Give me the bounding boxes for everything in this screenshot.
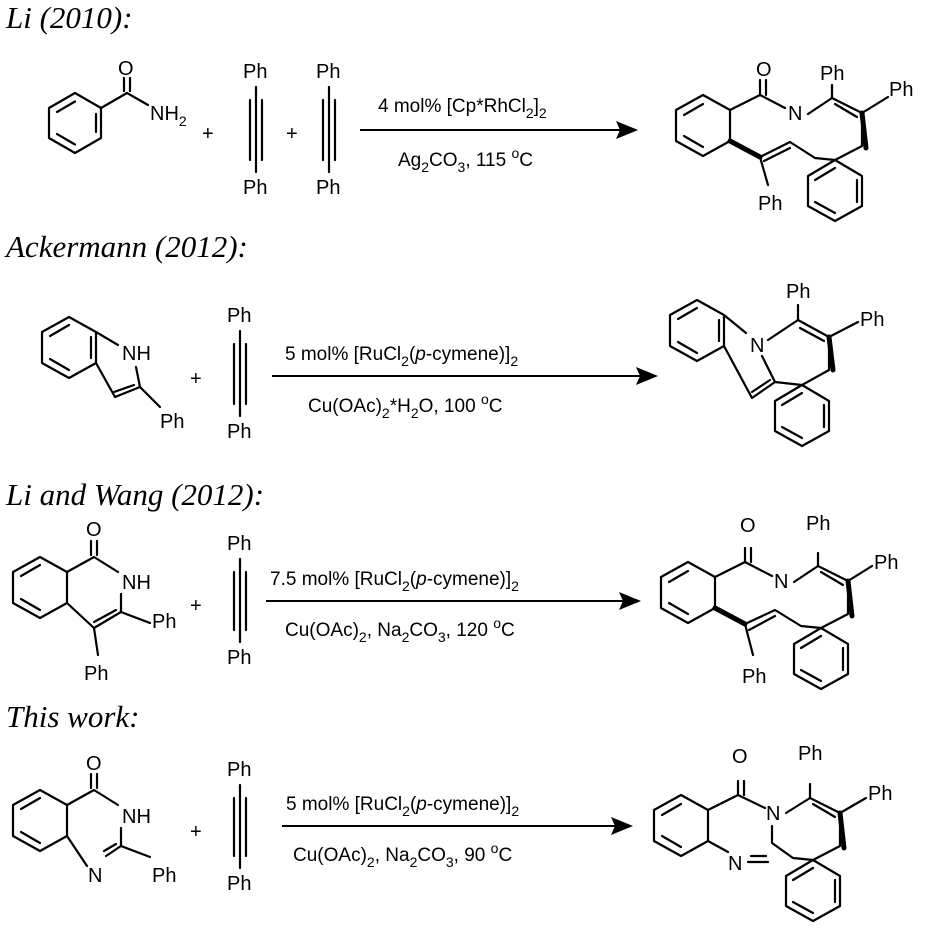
product-4-ph-right: Ph [868,783,892,805]
benzamide-nh2: NH2 [150,103,187,129]
alkyne3-bottom-ph: Ph [227,421,251,443]
product-2-structure: N Ph Ph [668,281,884,448]
alkyne5-bottom-ph: Ph [227,873,251,895]
diphenylacetylene-2: Ph Ph [316,61,340,199]
conditions-bottom-2: Cu(OAc)2*H2O, 100 oC [308,391,502,421]
reaction-li-wang-2012: Li and Wang (2012): O NH Ph Ph + Ph Ph 7… [5,477,898,691]
diphenylacetylene-5: Ph Ph [227,759,251,895]
alkyne5-top-ph: Ph [227,759,251,781]
reaction-arrow-3: 7.5 mol% [RuCl2(p-cymene)]2 Cu(OAc)2, Na… [266,569,641,645]
isoquinolinone-ph-right: Ph [152,611,176,633]
plus-sign-3: + [190,368,202,390]
isoquinolinone-structure: O NH Ph Ph [11,519,176,685]
alkyne2-bottom-ph: Ph [316,177,340,199]
diphenylacetylene-4: Ph Ph [227,533,251,669]
isoquinolinone-oxygen: O [86,519,102,541]
product-4-nitrogen-lower: N [728,853,742,875]
alkyne1-bottom-ph: Ph [243,177,267,199]
heading-li-wang-2012: Li and Wang (2012): [5,477,264,512]
alkyne3-top-ph: Ph [227,305,251,327]
product-2-nitrogen: N [750,335,764,357]
product-1-nitrogen: N [788,103,802,125]
benzamide-structure: O NH2 [47,58,187,155]
conditions-bottom-3: Cu(OAc)2, Na2CO3, 120 oC [285,615,515,645]
reaction-li-2010: Li (2010): O NH2 + Ph Ph + Ph Ph 4 mol% … [5,0,913,223]
conditions-bottom-1: Ag2CO3, 115 oC [398,145,533,175]
reaction-this-work: This work: O NH N Ph + Ph Ph 5 mol% [RuC… [6,699,892,923]
conditions-bottom-4: Cu(OAc)2, Na2CO3, 90 oC [293,840,512,870]
diphenylacetylene-1: Ph Ph [243,61,267,199]
isoquinolinone-nh: NH [122,572,151,594]
product-1-oxygen: O [756,59,772,81]
quinazolinone-ph: Ph [152,865,176,887]
product-1-ph-right: Ph [889,79,913,101]
alkyne4-top-ph: Ph [227,533,251,555]
plus-sign-4: + [190,595,202,617]
conditions-top-1: 4 mol% [Cp*RhCl2]2 [378,96,547,121]
quinazolinone-structure: O NH N Ph [11,753,176,887]
product-3-ph-top: Ph [806,513,830,535]
product-1-structure: O N Ph Ph Ph [674,59,913,223]
product-3-nitrogen: N [774,571,788,593]
quinazolinone-nitrogen: N [88,865,102,887]
product-4-nitrogen: N [766,803,780,825]
product-3-ph-bottom: Ph [742,666,766,688]
heading-li-2010: Li (2010): [5,0,133,35]
indole-ph: Ph [160,411,184,433]
reaction-ackermann-2012: Ackermann (2012): NH Ph + Ph Ph 5 mol% [… [4,229,884,448]
conditions-top-4: 5 mol% [RuCl2(p-cymene)]2 [286,794,519,819]
plus-sign-2: + [286,123,298,145]
product-1-ph-bottom: Ph [758,193,782,215]
product-3-oxygen: O [740,515,756,537]
reaction-arrow-2: 5 mol% [RuCl2(p-cymene)]2 Cu(OAc)2*H2O, … [272,344,658,421]
reaction-arrow-4: 5 mol% [RuCl2(p-cymene)]2 Cu(OAc)2, Na2C… [282,794,633,870]
product-3-structure: O N Ph Ph Ph [659,513,898,691]
indole-nh: NH [122,343,151,365]
conditions-top-3: 7.5 mol% [RuCl2(p-cymene)]2 [270,569,519,594]
phenylindole-structure: NH Ph [40,315,184,433]
reaction-arrow-1: 4 mol% [Cp*RhCl2]2 Ag2CO3, 115 oC [360,96,638,175]
product-1-ph-top: Ph [820,63,844,85]
product-4-ph-top: Ph [798,743,822,765]
quinazolinone-nh: NH [122,806,151,828]
diphenylacetylene-3: Ph Ph [227,305,251,443]
alkyne4-bottom-ph: Ph [227,647,251,669]
product-3-ph-right: Ph [874,552,898,574]
plus-sign-1: + [202,123,214,145]
alkyne2-top-ph: Ph [316,61,340,83]
product-4-structure: N O N Ph Ph [652,743,892,923]
product-2-ph-right: Ph [860,309,884,331]
plus-sign-5: + [190,821,202,843]
benzamide-oxygen: O [118,58,134,80]
product-4-oxygen: O [732,746,748,768]
quinazolinone-oxygen: O [86,753,102,775]
alkyne1-top-ph: Ph [243,61,267,83]
heading-ackermann-2012: Ackermann (2012): [4,229,248,264]
conditions-top-2: 5 mol% [RuCl2(p-cymene)]2 [285,344,518,369]
isoquinolinone-ph-bottom: Ph [84,663,108,685]
heading-this-work: This work: [6,699,140,734]
product-2-ph-top: Ph [786,281,810,303]
